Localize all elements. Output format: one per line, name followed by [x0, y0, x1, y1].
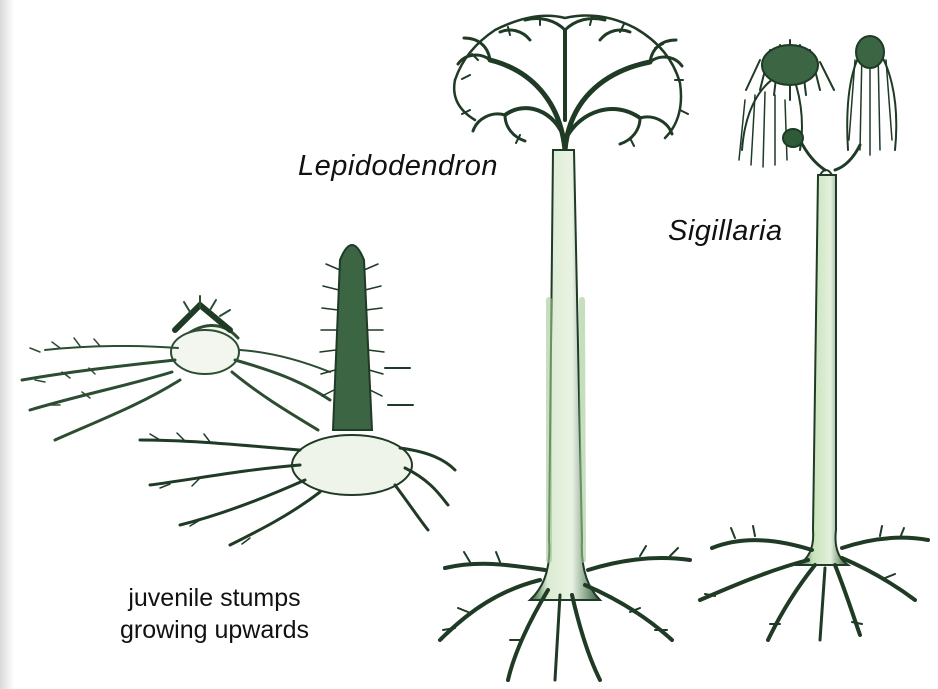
lepidodendron-tree [440, 16, 690, 680]
juvenile-caption-line-2: growing upwards [120, 614, 309, 646]
sigillaria-trunk [798, 175, 848, 565]
juvenile-caption-line-1: juvenile stumps [120, 582, 309, 614]
juvenile-stumps-caption: juvenile stumps growing upwards [120, 582, 309, 646]
sigillaria-crown [739, 36, 896, 170]
lepidodendron-trunk [530, 150, 600, 600]
juvenile-stump-right [140, 245, 455, 545]
sigillaria-label: Sigillaria [668, 215, 783, 248]
lepidodendron-label: Lepidodendron [298, 150, 498, 183]
lepidodendron-crown [454, 16, 688, 150]
juvenile-stump-left [22, 296, 330, 440]
sigillaria-tree [700, 36, 928, 640]
